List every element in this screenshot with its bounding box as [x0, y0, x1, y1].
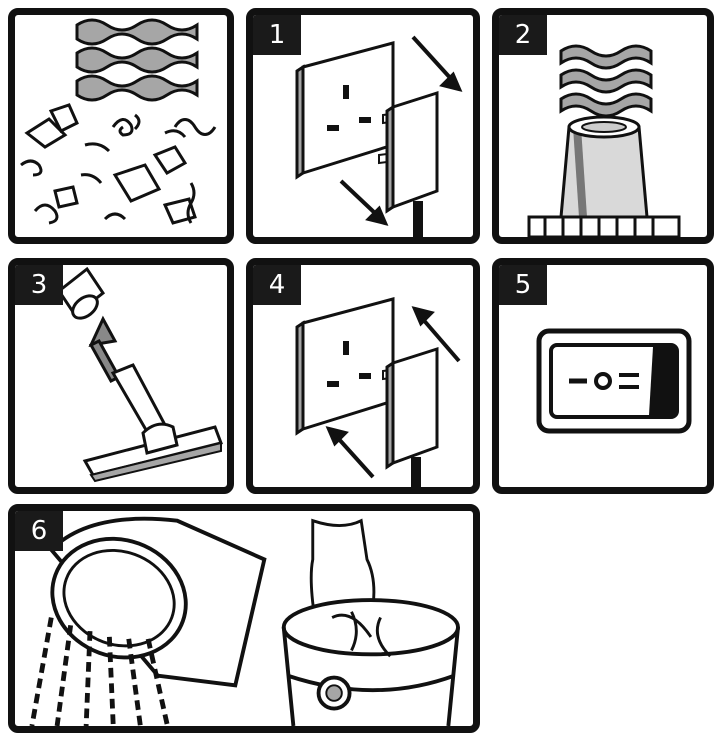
- panel-step-3: 3: [8, 258, 234, 494]
- step-number: 1: [253, 15, 301, 55]
- empty-container-icon: [15, 511, 473, 726]
- step-number: 6: [15, 511, 63, 551]
- debris-icon: [15, 15, 227, 237]
- step-number: 5: [499, 265, 547, 305]
- panel-step-1: 1: [246, 8, 480, 244]
- panel-step-2: 2: [492, 8, 714, 244]
- panel-step-4: 4: [246, 258, 480, 494]
- panel-debris: [8, 8, 234, 244]
- panel-step-6: 6: [8, 504, 480, 733]
- panel-step-5: 5: [492, 258, 714, 494]
- step-number: 3: [15, 265, 63, 305]
- step-number: 2: [499, 15, 547, 55]
- step-number: 4: [253, 265, 301, 305]
